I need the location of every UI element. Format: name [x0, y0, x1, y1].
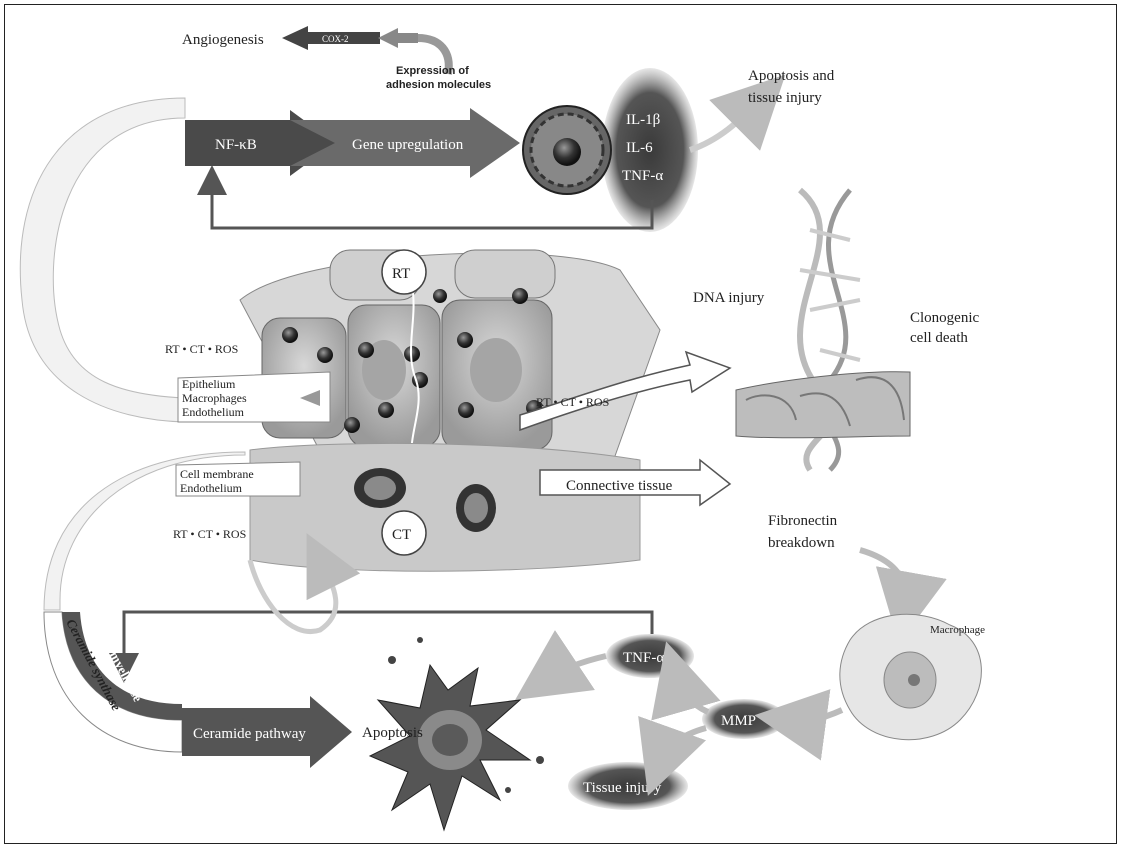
fibronectin-to-macrophage-arrow — [860, 550, 906, 608]
epithelium-label: Epithelium — [182, 377, 236, 391]
ceramide-band — [44, 612, 182, 752]
il1b-label: IL-1β — [626, 112, 660, 128]
tissue-injury-label: Tissue injury — [583, 780, 662, 796]
cell-membrane-label: Cell membrane — [180, 467, 254, 481]
cytokine-cell — [523, 68, 698, 232]
apoptosis-injury-label-line1: Apoptosis and — [748, 68, 835, 84]
rt-label: RT — [392, 266, 410, 282]
nfkb-label: NF-κB — [215, 137, 257, 153]
rt-ct-ros-label-1: RT • CT • ROS — [165, 342, 238, 356]
expression-label-line2: adhesion molecules — [386, 79, 491, 91]
clonogenic-label-line1: Clonogenic — [910, 310, 979, 326]
expression-label-line1: Expression of — [396, 65, 469, 77]
ceramide-pathway-label: Ceramide pathway — [193, 726, 306, 742]
rt-ct-ros-label-2: RT • CT • ROS — [536, 395, 609, 409]
il6-label: IL-6 — [626, 140, 653, 156]
fibronectin-label-line2: breakdown — [768, 535, 835, 551]
macrophage-label: Macrophage — [930, 624, 985, 636]
clonogenic-label-line2: cell death — [910, 330, 968, 346]
feedback-arrow-bottom — [124, 612, 652, 668]
tnfa-bottom-label: TNF-α — [623, 650, 664, 666]
apoptosis-injury-arrow — [690, 100, 760, 150]
rt-ct-ros-label-3: RT • CT • ROS — [173, 527, 246, 541]
nfkb-loop-band — [20, 98, 185, 422]
mmp-label: MMP — [721, 713, 756, 729]
endothelium-top-label: Endothelium — [182, 405, 245, 419]
macrophages-label: Macrophages — [182, 391, 247, 405]
endothelium-bottom-label: Endothelium — [180, 481, 243, 495]
dna-injury-label: DNA injury — [693, 290, 765, 306]
ct-label: CT — [392, 527, 411, 543]
gene-upregulation-label: Gene upregulation — [352, 137, 464, 153]
tnfa-top-label: TNF-α — [622, 168, 663, 184]
apoptosis-injury-label-line2: tissue injury — [748, 90, 822, 106]
fibronectin-label-line1: Fibronectin — [768, 513, 838, 529]
apoptosis-label: Apoptosis — [362, 725, 423, 741]
cox2-label: COX-2 — [322, 34, 349, 44]
dna-illustration — [736, 190, 910, 470]
angiogenesis-label: Angiogenesis — [182, 32, 264, 48]
connective-tissue-label: Connective tissue — [566, 478, 673, 494]
